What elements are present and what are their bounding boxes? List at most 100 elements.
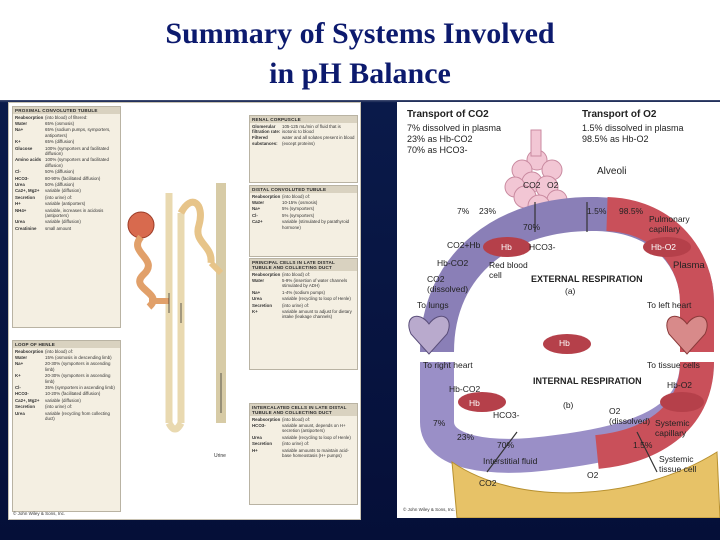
- pct-1-5-top: 1.5%: [587, 206, 607, 216]
- row-value: variable (stimulated by parathyroid horm…: [282, 219, 350, 230]
- row-value: 5% (symporters): [282, 206, 315, 212]
- co2-transport-header: Transport of CO2: [407, 109, 489, 120]
- pct-23-top: 23%: [479, 206, 497, 216]
- tissue-cell-shape: [451, 451, 720, 518]
- table-row: Reabsorption(into blood) of:: [250, 416, 357, 422]
- to-right-heart-label: To right heart: [423, 360, 473, 370]
- hb-o2-bottom-label: Hb-O2: [667, 380, 693, 390]
- pct-70-bottom: 70%: [497, 440, 515, 450]
- table-row: HCO3-variable amount, depends on H+ secr…: [250, 422, 357, 434]
- table-row: HCO3-80-90% (facilitated diffusion): [13, 175, 120, 181]
- row-key: Creatinine: [15, 225, 37, 231]
- o2-alveoli-label: O2: [547, 180, 559, 190]
- row-value: variable (recycling to loop of Henle): [282, 296, 351, 302]
- box-header: PROXIMAL CONVOLUTED TUBULE: [13, 107, 120, 114]
- pct-70-top: 70%: [523, 222, 541, 232]
- title-area: Summary of Systems Involved in pH Balanc…: [0, 0, 720, 100]
- co2-line-1: 7% dissolved in plasma: [407, 123, 502, 133]
- row-key: Na+: [252, 289, 261, 295]
- left-credit: © John Wiley & Sons, Inc.: [13, 511, 66, 516]
- table-row: Ca2+variable (stimulated by parathyroid …: [250, 219, 357, 231]
- box-proximal-tubule: PROXIMAL CONVOLUTED TUBULE Reabsorption(…: [12, 106, 121, 328]
- table-row: Secretion (into urine) of:: [250, 302, 357, 308]
- hco3-bottom-label: HCO3-: [493, 410, 520, 420]
- alveoli-shape: [504, 129, 568, 218]
- row-value: variable (diffusion): [45, 397, 81, 403]
- to-left-heart-label: To left heart: [647, 300, 692, 310]
- box-principal-cells: PRINCIPAL CELLS IN LATE DISTAL TUBULE AN…: [249, 258, 358, 370]
- row-key: K+: [15, 139, 21, 145]
- hco3-top-label: HCO3-: [529, 242, 556, 252]
- row-key: HCO3-: [252, 422, 266, 428]
- urine-label: Urine: [214, 453, 226, 459]
- table-row: Cl-50% (diffusion): [13, 169, 120, 175]
- left-heart-icon: [666, 315, 708, 355]
- row-value: 65% (diffusion): [45, 139, 75, 145]
- o2-tissue-label: O2: [587, 470, 599, 480]
- right-heart-icon: [408, 315, 450, 355]
- row-key: Na+: [15, 361, 24, 367]
- table-row: Filtered substances:water and all solute…: [250, 135, 357, 147]
- row-key: Urea: [252, 434, 262, 440]
- row-key: Reabsorption: [15, 348, 44, 354]
- box-distal-tubule: DISTAL CONVOLUTED TUBULE Reabsorption(in…: [249, 185, 358, 257]
- box-header: INTERCALATED CELLS IN LATE DISTAL TUBULE…: [250, 404, 357, 416]
- row-value: water and all solutes present in blood (…: [282, 135, 355, 146]
- row-value: 65% (sodium pumps, symporters, antiporte…: [45, 127, 111, 138]
- loop-of-henle-shape: [165, 193, 185, 423]
- row-key: H+: [15, 201, 21, 207]
- box-rows: Reabsorption(into blood) of filtered:Wat…: [13, 114, 120, 232]
- table-row: Glomerular filtration rate:105-125 mL/mi…: [250, 123, 357, 135]
- row-value: 5% (symporters): [282, 212, 315, 218]
- hb-co2-bottom-label: Hb-CO2: [449, 384, 481, 394]
- row-key: Secretion: [252, 441, 273, 447]
- row-value: 35% (symporters in ascending limb): [45, 384, 115, 390]
- nephron-summary-figure: PROXIMAL CONVOLUTED TUBULE Reabsorption(…: [8, 102, 361, 520]
- interstitial-fluid-label: Interstitial fluid: [483, 456, 538, 466]
- rbc-bottom-mid: [543, 334, 591, 354]
- rbc-bottom-left: [458, 392, 506, 412]
- nephron-illustration: [127, 183, 226, 433]
- table-row: K+ variable amount to adjust for dietary …: [250, 308, 357, 320]
- row-value: 50% (diffusion): [45, 169, 75, 175]
- row-key: Cl-: [15, 384, 21, 390]
- row-value: variable (recycling to loop of Henle): [282, 434, 351, 440]
- row-key: Water: [252, 277, 265, 283]
- row-value: (into blood) of filtered:: [45, 114, 88, 120]
- table-row: Na+1-4% (sodium pumps): [250, 289, 357, 295]
- row-key: Reabsorption: [252, 416, 281, 422]
- row-key: Secretion: [252, 302, 273, 308]
- table-row: Ca2+, Mg2+variable (diffusion): [13, 188, 120, 194]
- label-a: (a): [565, 286, 576, 296]
- box-header: DISTAL CONVOLUTED TUBULE: [250, 186, 357, 193]
- box-loop-of-henle: LOOP OF HENLE Reabsorption(into blood) o…: [12, 340, 121, 512]
- co2-tissue-label: CO2: [479, 478, 497, 488]
- gas-exchange-illustration: [408, 129, 720, 518]
- proximal-tubule-shape: [134, 234, 157, 310]
- row-key: Glucose: [15, 145, 33, 151]
- pulmonary-capillary-label: Pulmonary capillary: [649, 214, 690, 234]
- row-value: variable (diffusion): [45, 219, 81, 225]
- pct-1-5-bottom: 1.5%: [633, 440, 653, 450]
- row-value: 80-90% (facilitated diffusion): [45, 175, 101, 181]
- slide-title: Summary of Systems Involved in pH Balanc…: [0, 0, 720, 94]
- table-row: Cl- 35% (symporters in ascending limb): [13, 384, 120, 390]
- row-value: variable amount to adjust for dietary in…: [282, 308, 352, 320]
- systemic-capillary-label: Systemic capillary: [655, 418, 690, 438]
- row-value: (into urine) of:: [282, 302, 310, 308]
- row-value: variable, increases in acidosis (antipor…: [45, 207, 104, 218]
- table-row: Na+5% (symporters): [250, 206, 357, 212]
- right-credit: © John Wiley & Sons, Inc.: [403, 507, 456, 512]
- row-key: Urea: [15, 219, 25, 225]
- row-key: K+: [252, 308, 258, 314]
- box-header: PRINCIPAL CELLS IN LATE DISTAL TUBULE AN…: [250, 259, 357, 271]
- pct-7-bottom: 7%: [433, 418, 446, 428]
